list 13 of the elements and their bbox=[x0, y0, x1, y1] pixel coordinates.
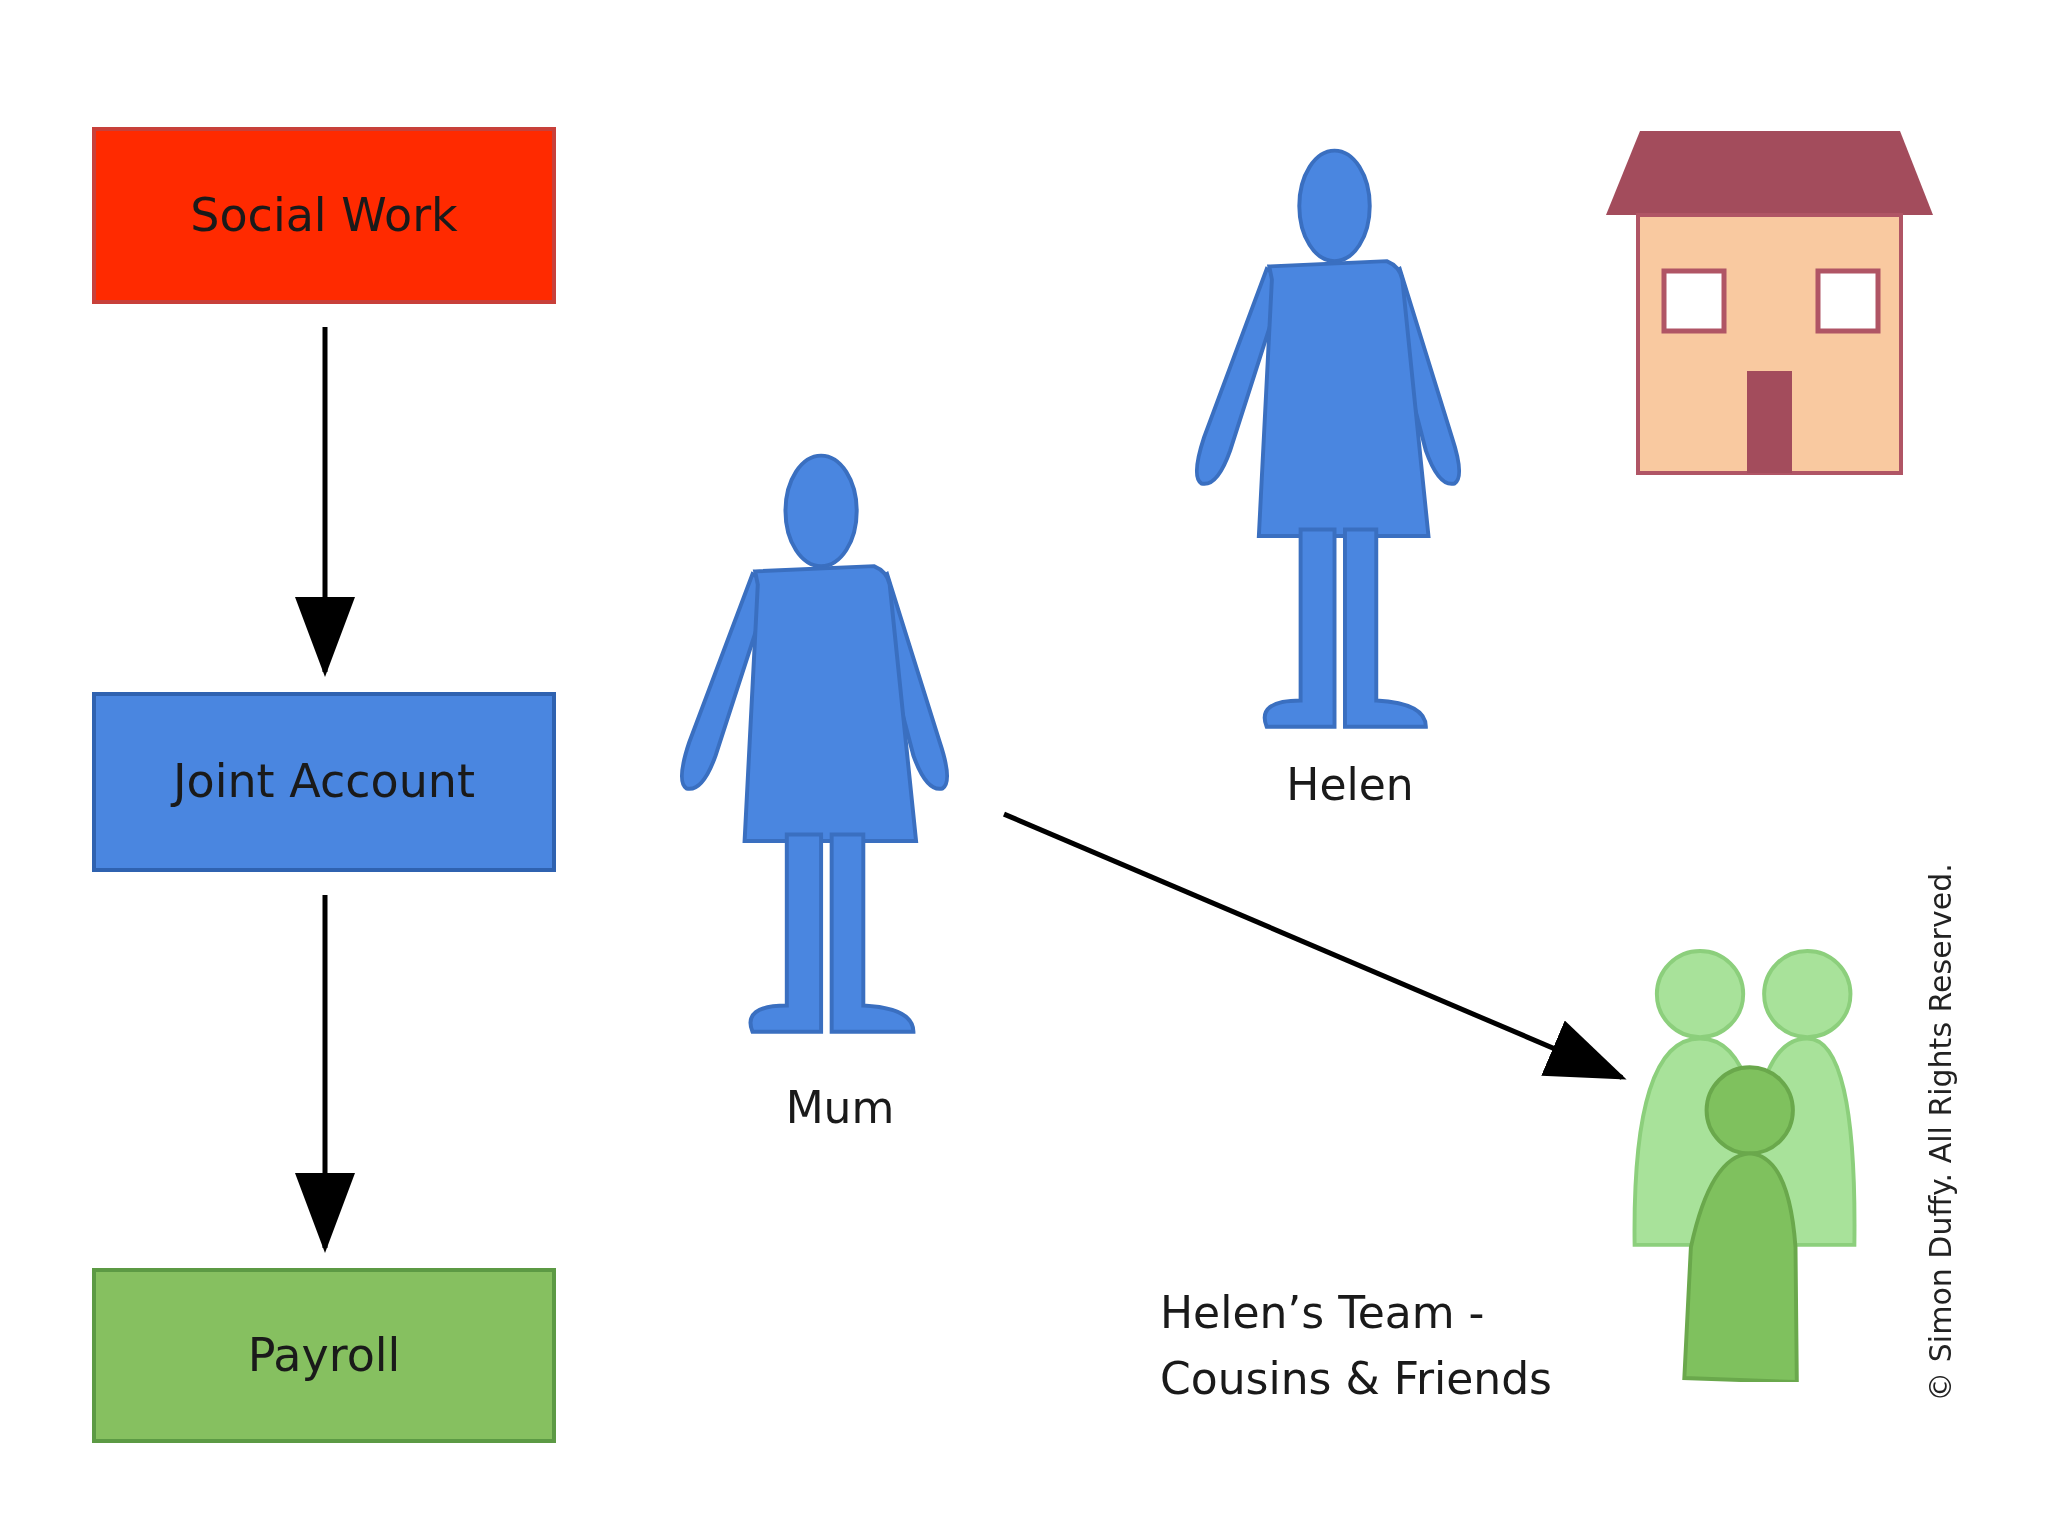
box-label: Social Work bbox=[190, 186, 458, 244]
box-label: Joint Account bbox=[172, 753, 475, 811]
person-caption: Mum bbox=[784, 1081, 896, 1135]
person-caption: Helen bbox=[1285, 758, 1415, 812]
arrow bbox=[1003, 811, 1627, 1080]
box-label: Payroll bbox=[247, 1326, 401, 1384]
person-caption: Helen’s Team - Cousins & Friends bbox=[1160, 1286, 1553, 1406]
process-box bbox=[92, 1268, 556, 1443]
process-box bbox=[92, 692, 556, 872]
arrow bbox=[295, 327, 355, 677]
copyright-note: © Simon Duffy. All Rights Reserved. bbox=[1921, 863, 1959, 1402]
process-box bbox=[92, 127, 556, 304]
arrow bbox=[295, 895, 355, 1253]
